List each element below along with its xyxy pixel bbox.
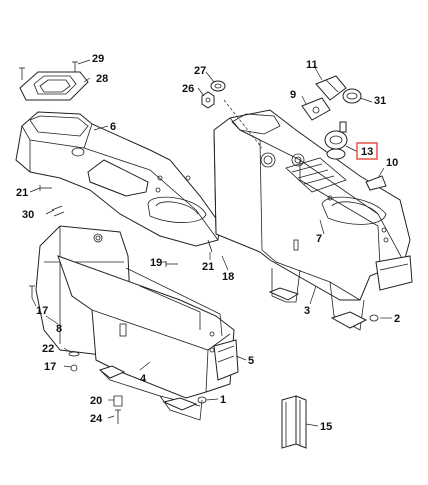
part-5-bracket bbox=[213, 339, 239, 381]
callout-labels: 29 28 6 21 30 19 21 18 17 8 22 17 4 5 20… bbox=[16, 53, 400, 433]
fastener-20 bbox=[113, 395, 123, 407]
callout-21-left: 21 bbox=[16, 187, 28, 199]
part-6-upper-console bbox=[15, 111, 221, 247]
callout-31: 31 bbox=[374, 95, 386, 107]
part-31-cap bbox=[342, 88, 362, 104]
fastener-17-upper bbox=[29, 285, 35, 298]
fastener-24 bbox=[115, 409, 121, 424]
fastener-17-lower bbox=[70, 364, 78, 372]
fastener-21-left bbox=[39, 185, 52, 191]
fastener-22 bbox=[68, 351, 80, 357]
callout-21-right: 21 bbox=[202, 261, 214, 273]
part-7-console-body bbox=[213, 109, 411, 301]
right-console-assembly bbox=[201, 75, 413, 331]
callout-30: 30 bbox=[22, 209, 34, 221]
callout-2: 2 bbox=[394, 313, 400, 325]
callout-18: 18 bbox=[222, 271, 234, 283]
callout-13-highlight bbox=[356, 142, 378, 160]
callout-17-upper: 17 bbox=[36, 305, 48, 317]
callout-9: 9 bbox=[290, 89, 296, 101]
callout-6: 6 bbox=[110, 121, 116, 133]
callout-29: 29 bbox=[92, 53, 104, 65]
part-13-switch bbox=[324, 121, 348, 160]
fastener-19 bbox=[165, 261, 178, 267]
part-15-extrusion bbox=[281, 395, 307, 449]
callout-8: 8 bbox=[56, 323, 62, 335]
part-26-nut bbox=[201, 91, 215, 109]
callout-4: 4 bbox=[140, 373, 147, 385]
callout-26: 26 bbox=[182, 83, 194, 95]
part-28-bezel bbox=[19, 71, 89, 101]
callout-28: 28 bbox=[96, 73, 108, 85]
callout-13: 13 bbox=[361, 146, 373, 158]
leader-lines bbox=[29, 59, 392, 427]
callout-1: 1 bbox=[220, 394, 226, 406]
callout-5: 5 bbox=[248, 355, 254, 367]
fastener-30 bbox=[51, 205, 65, 217]
callout-19: 19 bbox=[150, 257, 162, 269]
bezel-screw-left bbox=[19, 67, 25, 80]
callout-10: 10 bbox=[386, 157, 398, 169]
part-4-lower-console bbox=[57, 255, 235, 421]
part-10-clip bbox=[365, 175, 387, 191]
callout-15: 15 bbox=[320, 421, 332, 433]
part-2-bracket bbox=[369, 255, 413, 322]
callout-11: 11 bbox=[306, 59, 318, 71]
callout-22: 22 bbox=[42, 343, 54, 355]
callout-20: 20 bbox=[90, 395, 102, 407]
callout-27: 27 bbox=[194, 65, 206, 77]
fastener-21-right bbox=[207, 239, 213, 253]
callout-7: 7 bbox=[316, 233, 322, 245]
part-9-connector bbox=[301, 97, 331, 121]
callout-17-lower: 17 bbox=[44, 361, 56, 373]
part-3-lower-body bbox=[261, 249, 368, 331]
callout-3: 3 bbox=[304, 305, 310, 317]
left-console-assembly bbox=[15, 61, 239, 424]
callout-24: 24 bbox=[90, 413, 103, 425]
part-29-screw bbox=[72, 61, 78, 72]
part-27-washer bbox=[210, 80, 226, 92]
